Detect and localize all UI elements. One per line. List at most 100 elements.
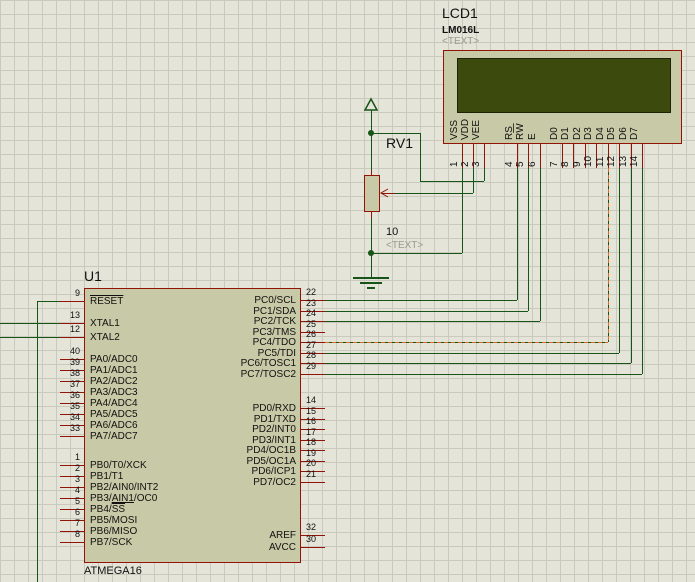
wire[interactable]	[631, 168, 632, 363]
wire[interactable]	[473, 168, 474, 193]
u1-pin-label: PC7/TOSC2	[240, 369, 296, 380]
u1-pin-label: PA3/ADC3	[90, 387, 138, 398]
u1-pin-label: PC0/SCL	[254, 295, 296, 306]
u1-pin-label: PA2/ADC2	[90, 376, 138, 387]
wire[interactable]	[371, 110, 372, 170]
u1-pin-stub	[301, 300, 325, 301]
u1-atmega16-body[interactable]	[84, 288, 301, 563]
u1-pin-stub	[60, 392, 84, 393]
wire[interactable]	[37, 301, 38, 582]
lcd-pin-stub	[619, 144, 620, 168]
u1-pin-number: 32	[306, 522, 317, 532]
wire[interactable]	[462, 168, 463, 253]
wire[interactable]	[325, 374, 642, 375]
wire[interactable]	[371, 212, 372, 218]
wire[interactable]	[360, 282, 382, 284]
wire[interactable]	[325, 311, 528, 312]
wire[interactable]	[642, 168, 643, 374]
wire[interactable]	[353, 277, 389, 279]
rv1-text-placeholder: <TEXT>	[386, 240, 424, 251]
u1-pin-label: PC6/TOSC1	[240, 358, 296, 369]
wire[interactable]	[381, 193, 395, 194]
u1-pin-label: PB0/T0/XCK	[90, 460, 147, 471]
u1-pin-stub	[301, 342, 325, 343]
u1-pin-number: 36	[69, 390, 80, 400]
u1-pin-stub	[60, 531, 84, 532]
wire[interactable]	[528, 168, 529, 311]
u1-pin-stub	[301, 547, 325, 548]
wire[interactable]	[371, 218, 372, 253]
wire[interactable]	[517, 168, 518, 300]
u1-pin-number: 13	[69, 310, 80, 320]
wire[interactable]	[395, 193, 473, 194]
wire[interactable]	[371, 133, 420, 134]
u1-pin-stub	[301, 332, 325, 333]
u1-pin-label: PC3/TMS	[252, 327, 296, 338]
u1-pin-number: 21	[306, 469, 317, 479]
u1-pin-label: PD4/OC1B	[246, 445, 296, 456]
wire[interactable]	[420, 181, 484, 182]
u1-pin-stub	[60, 520, 84, 521]
u1-pin-number: 5	[74, 496, 80, 506]
u1-pin-number: 26	[306, 329, 317, 339]
lcd-pin-stub	[528, 144, 529, 168]
power-terminal-icon[interactable]	[363, 97, 379, 111]
wire[interactable]	[371, 253, 372, 277]
u1-pin-number: 25	[306, 319, 317, 329]
u1-pin-label: PD1/TXD	[253, 414, 296, 425]
wire[interactable]	[420, 133, 421, 181]
lcd-pin-stub	[562, 144, 563, 168]
u1-pin-label: PA6/ADC6	[90, 420, 138, 431]
lcd-pin-label: VEE	[471, 119, 482, 140]
wire[interactable]	[325, 321, 540, 322]
u1-ref-label: U1	[84, 268, 102, 284]
u1-pin-stub	[301, 482, 325, 483]
u1-pin-number: 24	[306, 308, 317, 318]
u1-pin-label: PA5/ADC5	[90, 409, 138, 420]
wire[interactable]	[0, 337, 60, 338]
u1-pin-label: XTAL2	[90, 332, 120, 343]
u1-pin-stub	[301, 429, 325, 430]
rv1-pot-body[interactable]	[364, 175, 380, 212]
u1-pin-label: PD2/INT0	[252, 424, 296, 435]
lcd-pin-stub	[596, 144, 597, 168]
u1-pin-number: 1	[74, 452, 80, 462]
lcd-screen	[457, 58, 671, 113]
wire[interactable]	[367, 287, 375, 289]
lcd-pin-label: E	[527, 133, 538, 140]
u1-pin-stub	[60, 436, 84, 437]
wire[interactable]	[540, 168, 541, 321]
u1-pin-label: PB5/MOSI	[90, 515, 138, 526]
u1-pin-stub	[301, 353, 325, 354]
u1-pin-number: 15	[306, 406, 317, 416]
wire[interactable]	[484, 168, 485, 181]
wire[interactable]	[371, 170, 372, 176]
u1-pin-stub	[301, 408, 325, 409]
lcd-pin-stub	[462, 144, 463, 168]
wire-dashed[interactable]	[608, 168, 609, 342]
u1-pin-number: 38	[69, 368, 80, 378]
wire-dashed[interactable]	[325, 342, 608, 343]
wire[interactable]	[619, 168, 620, 353]
lcd-value-label: LM016L	[442, 25, 480, 36]
u1-pin-stub	[60, 381, 84, 382]
u1-pin-number: 39	[69, 357, 80, 367]
u1-pin-stub	[301, 461, 325, 462]
wire[interactable]	[325, 300, 517, 301]
lcd-pin-number: 6	[527, 161, 538, 167]
rv1-ref-label: RV1	[386, 135, 413, 151]
u1-pin-number: 29	[306, 361, 317, 371]
u1-pin-number: 18	[306, 437, 317, 447]
wire[interactable]	[325, 363, 631, 364]
wire[interactable]	[0, 323, 60, 324]
wire[interactable]	[325, 353, 619, 354]
u1-pin-number: 33	[69, 423, 80, 433]
u1-pin-stub	[60, 323, 84, 324]
u1-pin-stub	[301, 535, 325, 536]
u1-pin-label: PC2/TCK	[253, 316, 296, 327]
u1-pin-stub	[301, 311, 325, 312]
wire[interactable]	[37, 301, 60, 302]
wire[interactable]	[371, 253, 462, 254]
u1-pin-label: AREF	[269, 530, 296, 541]
